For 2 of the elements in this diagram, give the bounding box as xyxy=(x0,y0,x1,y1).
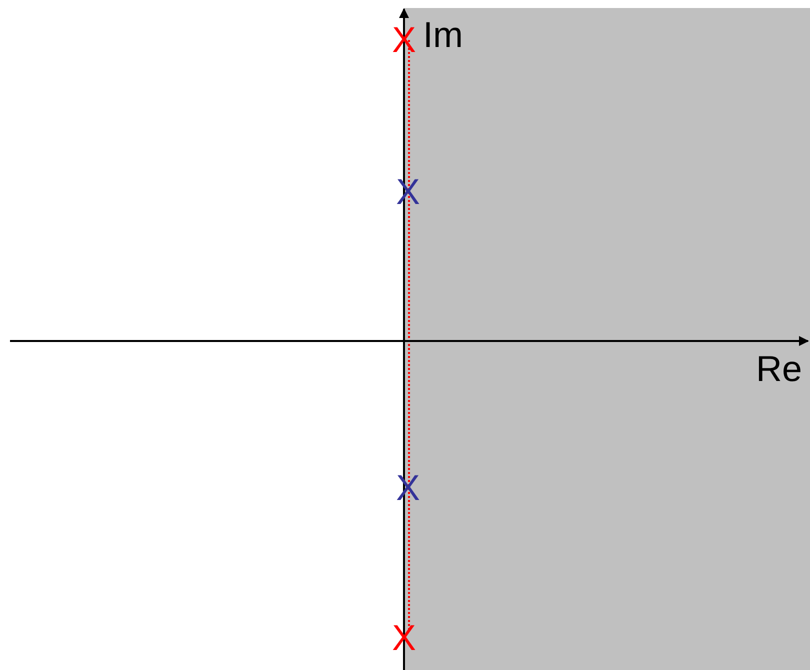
axis-label: Re xyxy=(756,351,802,387)
axis-label: Im xyxy=(423,17,463,53)
